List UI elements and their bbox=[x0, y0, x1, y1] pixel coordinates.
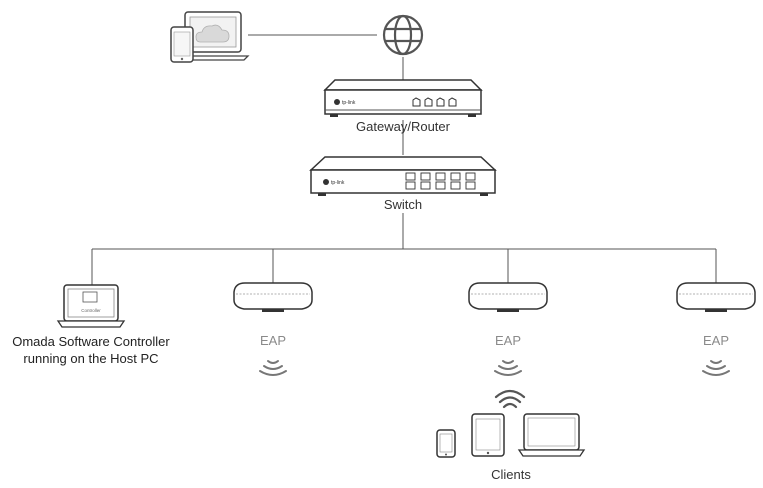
globe-icon bbox=[382, 14, 424, 56]
wifi-icon bbox=[494, 360, 522, 376]
eap-icon bbox=[468, 282, 548, 312]
cloud-laptop-phone-icon bbox=[170, 11, 250, 63]
phone-icon bbox=[436, 429, 456, 458]
controller-label-line2: running on the Host PC bbox=[23, 351, 159, 366]
switch-icon: tp-link bbox=[309, 156, 497, 196]
wifi-icon bbox=[259, 360, 287, 376]
eap-label: EAP bbox=[494, 333, 522, 348]
eap-icon bbox=[676, 282, 756, 312]
eap-label: EAP bbox=[702, 333, 730, 348]
connection-lines bbox=[91, 34, 717, 285]
tablet-icon bbox=[471, 413, 505, 457]
gateway-label: Gateway/Router bbox=[356, 119, 450, 134]
svg-text:Controller: Controller bbox=[81, 308, 101, 313]
svg-text:tp-link: tp-link bbox=[331, 180, 345, 186]
controller-label-line1: Omada Software Controller bbox=[12, 334, 170, 349]
switch-label: Switch bbox=[383, 197, 423, 212]
controller-label: Omada Software Controller running on the… bbox=[1, 333, 181, 367]
router-icon: tp-link bbox=[323, 79, 483, 117]
laptop-icon bbox=[517, 413, 586, 457]
eap-label: EAP bbox=[259, 333, 287, 348]
wifi-icon bbox=[494, 389, 526, 409]
controller-laptop-icon: Controller bbox=[56, 284, 126, 328]
eap-icon bbox=[233, 282, 313, 312]
clients-label: Clients bbox=[491, 467, 531, 482]
svg-text:tp-link: tp-link bbox=[342, 100, 356, 106]
wifi-icon bbox=[702, 360, 730, 376]
